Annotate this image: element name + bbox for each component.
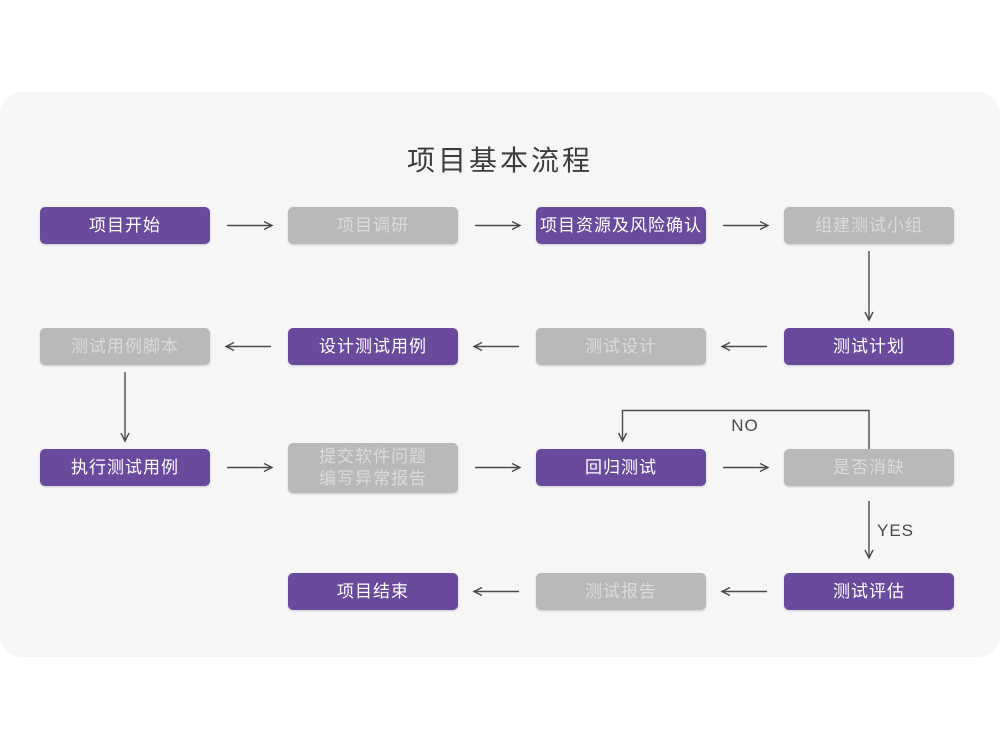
page-title: 项目基本流程: [406, 145, 593, 176]
node-build-test-team: 组建测试小组: [784, 207, 954, 244]
node-test-plan: 测试计划: [784, 328, 954, 365]
node-test-report: 测试报告: [536, 573, 706, 610]
branch-label-no: NO: [731, 416, 759, 435]
flowchart-panel: [0, 92, 1000, 657]
node-resource-risk-confirm: 项目资源及风险确认: [536, 207, 706, 244]
node-project-research: 项目调研: [288, 207, 458, 244]
branch-label-yes: YES: [877, 521, 915, 540]
node-defect-cleared-decision: 是否消缺: [784, 449, 954, 486]
node-execute-test-cases: 执行测试用例: [40, 449, 210, 486]
node-design-test-cases: 设计测试用例: [288, 328, 458, 365]
node-test-evaluation: 测试评估: [784, 573, 954, 610]
node-test-design: 测试设计: [536, 328, 706, 365]
node-submit-issues-report: 提交软件问题 编写异常报告: [288, 443, 458, 493]
node-project-start: 项目开始: [40, 207, 210, 244]
node-regression-test: 回归测试: [536, 449, 706, 486]
node-project-end: 项目结束: [288, 573, 458, 610]
node-test-case-script: 测试用例脚本: [40, 328, 210, 365]
